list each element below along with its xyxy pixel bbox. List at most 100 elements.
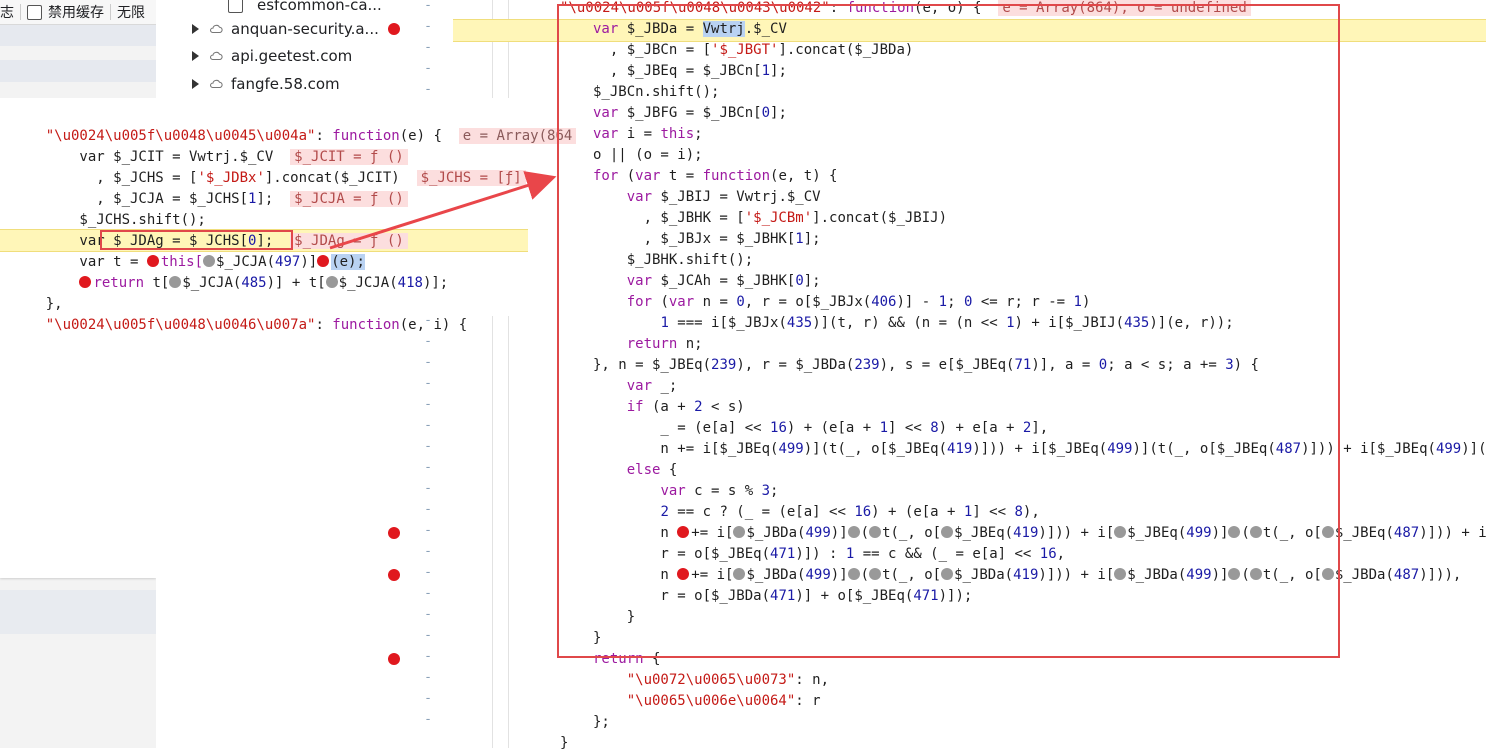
tree-item[interactable]: anquan-security.a... (192, 16, 379, 42)
code-line: } (593, 630, 602, 646)
gutter-divider (492, 0, 493, 748)
cloud-icon (210, 51, 223, 61)
code-line: }; (593, 714, 610, 730)
tree-item[interactable]: fangfe.58.com (192, 71, 340, 97)
code-line: "\u0065\u006e\u0064": r (626, 693, 821, 709)
inline-breakpoint-icon[interactable] (146, 255, 159, 267)
code-line: n += i[$_JBDa(499)](t(_, o[$_JBDa(419)])… (593, 567, 1462, 583)
code-line: return n; (626, 336, 703, 352)
toolbar-cut-label: 志 (0, 5, 14, 21)
left-panel-stripe (0, 24, 156, 46)
code-line: "\u0024\u005f\u0048\u0046\u007a": functi… (45, 317, 468, 333)
gutter-dash: - (424, 397, 432, 412)
gutter-dash: - (424, 313, 432, 328)
gutter-dash: - (424, 82, 432, 97)
inline-breakpoint-icon[interactable] (169, 276, 182, 288)
breakpoint-marker[interactable] (388, 23, 400, 35)
code-line: 1 === i[$_JBJx(435)](t, r) && (n = (n <<… (660, 315, 1234, 331)
left-panel-stripe (0, 60, 156, 82)
code-line: , $_JCJA = $_JCHS[1]; $_JCJA = ƒ () (12, 168, 408, 207)
code-line: "\u0072\u0065\u0073": n, (626, 672, 830, 688)
code-line: var $_JCAh = $_JBHK[0]; (626, 273, 821, 289)
code-line: var $_JCIT = Vwtrj.$_CV $_JCIT = ƒ () (12, 126, 408, 165)
code-line: , $_JBCn = ['$_JBGT'].concat($_JBDa) (593, 42, 914, 58)
gutter-dash: - (424, 628, 432, 643)
code-line: var $_JBFG = $_JBCn[0]; (593, 105, 787, 121)
cloud-icon (210, 24, 223, 34)
gutter-dash: - (424, 691, 432, 706)
current-code-line: var $_JBDa = Vwtrj.$_CV (593, 21, 787, 37)
expand-triangle-icon[interactable] (192, 79, 199, 89)
disable-cache-checkbox[interactable] (27, 4, 42, 20)
gutter-dash: - (424, 19, 432, 34)
tree-item-label: esfcommon-ca... (257, 0, 382, 14)
code-line: $_JBCn.shift(); (593, 84, 720, 100)
code-line: $_JCHS.shift(); (45, 212, 206, 228)
code-line: var i = this; (593, 126, 703, 142)
code-line: , $_JBEq = $_JBCn[1]; (593, 63, 787, 79)
gutter-dash: - (424, 481, 432, 496)
gutter-dash: - (424, 334, 432, 349)
gutter-dash: - (424, 0, 432, 13)
disable-cache-label: 禁用缓存 (48, 5, 104, 21)
gutter-dash: - (424, 439, 432, 454)
annotation-rectangle (557, 4, 1340, 658)
code-line: if (a + 2 < s) (626, 399, 745, 415)
gutter-dash: - (424, 61, 432, 76)
expand-triangle-icon[interactable] (192, 24, 199, 34)
throttle-label[interactable]: 无限 (117, 5, 145, 21)
code-line: var $_JBIJ = Vwtrj.$_CV (626, 189, 821, 205)
inline-breakpoint-icon[interactable] (203, 255, 216, 267)
breakpoint-marker[interactable] (388, 569, 400, 581)
inline-breakpoint-icon[interactable] (317, 255, 330, 267)
gutter-dash: - (424, 523, 432, 538)
left-panel-stripe (0, 590, 156, 612)
gutter-dash: - (424, 460, 432, 475)
inline-breakpoint-icon[interactable] (325, 276, 338, 288)
gutter-dash: - (424, 607, 432, 622)
tree-item[interactable]: api.geetest.com (192, 43, 352, 69)
tree-item[interactable]: esfcommon-ca... (228, 0, 382, 18)
code-line: , $_JBJx = $_JBHK[1]; (593, 231, 821, 247)
code-line: n += i[$_JBDa(499)](t(_, o[$_JBEq(419)])… (593, 525, 1486, 541)
gutter-dash: - (424, 418, 432, 433)
code-line: 2 == c ? (_ = (e[a] << 16) + (e[a + 1] <… (660, 504, 1040, 520)
code-line: var _; (626, 378, 678, 394)
annotation-box (100, 230, 293, 250)
tree-item-label: anquan-security.a... (231, 20, 379, 38)
gutter-dash: - (424, 502, 432, 517)
inline-breakpoint-icon[interactable] (79, 276, 92, 288)
tree-item-label: fangfe.58.com (231, 75, 340, 93)
code-line: o || (o = i); (593, 147, 703, 163)
gutter-dash: - (424, 712, 432, 727)
toolbar-divider (20, 4, 21, 20)
code-line: $_JBHK.shift(); (593, 252, 754, 268)
tree-item-label: api.geetest.com (231, 47, 353, 65)
code-line: }, n = $_JBEq(239), r = $_JBDa(239), s =… (593, 357, 1259, 373)
code-line: n += i[$_JBEq(499)](t(_, o[$_JBEq(419)])… (593, 441, 1486, 457)
code-line: _ = (e[a] << 16) + (e[a + 1] << 8) + e[a… (593, 420, 1049, 436)
gutter-dash: - (424, 544, 432, 559)
gutter-dash: - (424, 649, 432, 664)
expand-triangle-icon[interactable] (192, 51, 199, 61)
gutter-dash: - (424, 376, 432, 391)
code-line: r = o[$_JBEq(471)]) : 1 == c && (_ = e[a… (593, 546, 1066, 562)
code-line: , $_JBHK = ['$_JCBm'].concat($_JBIJ) (593, 210, 948, 226)
breakpoint-marker[interactable] (388, 653, 400, 665)
network-toolbar: 志 禁用缓存 无限 (0, 0, 156, 25)
code-line: , $_JCHS = ['$_JDBx'].concat($_JCIT) $_J… (12, 147, 526, 186)
code-line: return t[$_JCJA(485)] + t[$_JCJA(418)]; (12, 252, 448, 291)
gutter-dash: - (424, 40, 432, 55)
code-snippet-inset: "\u0024\u005f\u0048\u0045\u004a": functi… (0, 98, 577, 333)
left-panel-stripe (0, 612, 156, 634)
code-line: }, (45, 296, 63, 312)
code-line: return { (593, 651, 661, 667)
file-icon (228, 0, 243, 13)
left-panel-white (0, 270, 156, 578)
code-line: var t = this[$_JCJA(497)](e); (45, 254, 365, 270)
cloud-icon (210, 79, 223, 89)
code-line: for (var t = function(e, t) { (593, 168, 838, 184)
breakpoint-marker[interactable] (388, 527, 400, 539)
